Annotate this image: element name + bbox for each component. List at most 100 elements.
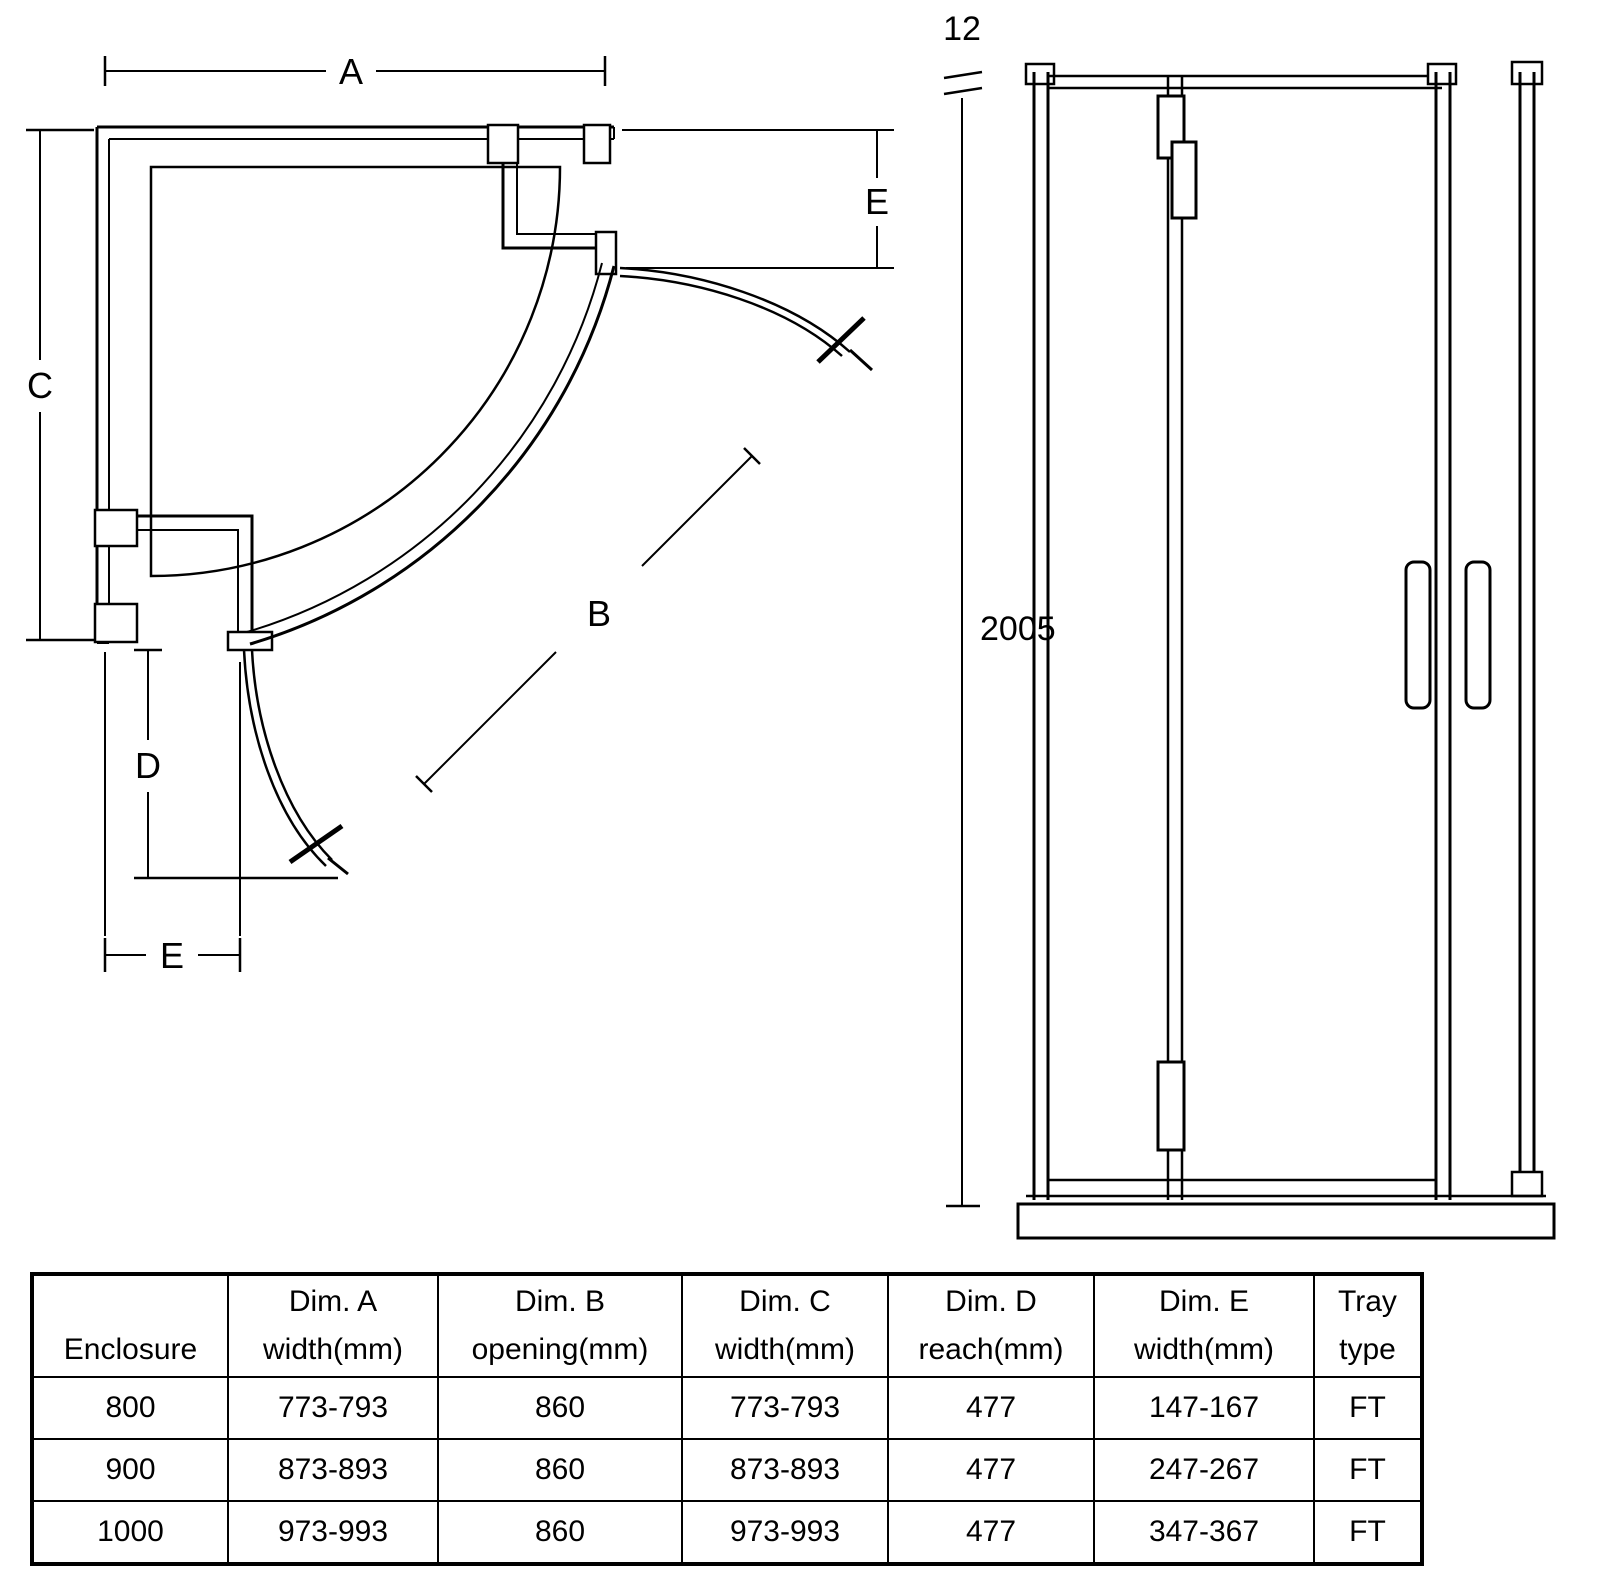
- bracket-left-upper: [93, 508, 139, 548]
- door-handles: [1404, 560, 1492, 710]
- door-handle-top-tip: [848, 348, 874, 372]
- dimension-e-top-extensions: [622, 129, 894, 269]
- dimension-c-ticks: [26, 128, 94, 642]
- table-row: 800 773-793 860 773-793 477 147-167 FT: [31, 1376, 1423, 1440]
- dimension-height-label: 2005: [980, 610, 1056, 648]
- dimension-d-label: D: [135, 745, 161, 786]
- dimension-d: D: [134, 648, 338, 880]
- fixed-panel-top-outer: [501, 160, 600, 250]
- header-line2: width(mm): [715, 1333, 855, 1366]
- table-cell: 800: [31, 1376, 229, 1440]
- tray-slab: [1016, 1202, 1556, 1240]
- handle-right-bar: [1464, 560, 1492, 710]
- elevation-frame: [1024, 62, 1458, 1200]
- table-cell: 147-167: [1093, 1376, 1315, 1440]
- plan-view-diagram: A C E D E B: [26, 51, 894, 976]
- side-panel-edges: [1518, 72, 1536, 1196]
- dimension-c-label: C: [27, 365, 53, 406]
- door-handle-top: [816, 316, 866, 364]
- col-header-tray: Tray type: [1313, 1273, 1423, 1378]
- dimension-b: B: [415, 447, 761, 793]
- dimension-thickness-label: 12: [943, 10, 981, 48]
- door-pivot-bottom: [226, 630, 274, 652]
- fixed-panel-top-inner: [516, 160, 600, 235]
- col-header-dim-e: Dim. E width(mm): [1093, 1273, 1315, 1378]
- table-cell: FT: [1313, 1500, 1423, 1565]
- dimension-b-ticks: [415, 447, 761, 793]
- dimension-thickness-ticks: [943, 70, 983, 96]
- dimension-e-bottom-label: E: [160, 935, 184, 976]
- dimension-b-label: B: [587, 593, 611, 634]
- table-cell: 973-993: [681, 1500, 889, 1565]
- door-hinge-stile: [1166, 76, 1184, 1200]
- header-line2: Enclosure: [63, 1333, 198, 1366]
- col-header-dim-c: Dim. C width(mm): [681, 1273, 889, 1378]
- table-cell: 477: [887, 1438, 1095, 1502]
- door-swing-bottom-outer: [250, 649, 333, 861]
- header-line1: Dim. A: [288, 1285, 378, 1318]
- wall-brackets: [93, 123, 612, 644]
- header-line1: Dim. C: [739, 1285, 831, 1318]
- table-cell: 873-893: [681, 1438, 889, 1502]
- col-header-dim-d: Dim. D reach(mm): [887, 1273, 1095, 1378]
- side-panel-cap-top: [1510, 60, 1544, 86]
- dimension-c: C: [26, 128, 94, 642]
- door-swing-top-outer: [619, 266, 851, 353]
- table-cell: 1000: [31, 1500, 229, 1565]
- header-line1: Dim. B: [515, 1285, 605, 1318]
- table-cell: 347-367: [1093, 1500, 1315, 1565]
- table-cell: 773-793: [227, 1376, 439, 1440]
- table-cell: 900: [31, 1438, 229, 1502]
- wall-end-caps: [97, 127, 615, 644]
- tray-base: [1016, 1194, 1556, 1240]
- bracket-top-mid: [486, 123, 520, 165]
- table-cell: 860: [437, 1500, 683, 1565]
- dimension-height: 2005: [946, 98, 1056, 1208]
- dimension-e-bottom: E: [103, 652, 242, 976]
- dimension-e-top-label: E: [865, 181, 889, 222]
- header-line1: Tray: [1338, 1285, 1397, 1318]
- table-row: 1000 973-993 860 973-993 477 347-367 FT: [31, 1500, 1423, 1565]
- table-cell: FT: [1313, 1438, 1423, 1502]
- frame-cap-left: [1024, 62, 1056, 86]
- bracket-top-right: [582, 123, 612, 165]
- glass-arc-outer: [249, 265, 616, 646]
- door-swing-top-inner: [619, 274, 843, 357]
- col-header-enclosure: Enclosure: [31, 1273, 229, 1378]
- door-handle-bottom-tip: [327, 856, 349, 876]
- door-swing-bottom-inner: [242, 649, 327, 867]
- walls: [95, 125, 615, 644]
- table-cell: 860: [437, 1438, 683, 1502]
- table-cell: 860: [437, 1376, 683, 1440]
- header-line2: width(mm): [263, 1333, 403, 1366]
- tray-outline: [149, 165, 562, 578]
- table-cell: 773-793: [681, 1376, 889, 1440]
- hinge-top-lower: [1170, 140, 1198, 220]
- col-header-dim-b: Dim. B opening(mm): [437, 1273, 683, 1378]
- dimension-e-top: E: [622, 129, 894, 269]
- elevation-view-diagram: 12 2005: [943, 10, 1556, 1240]
- glass-arc-inner: [246, 262, 603, 633]
- dimension-a: A: [103, 51, 607, 92]
- fixed-panel-left: [137, 514, 274, 652]
- table-cell: FT: [1313, 1376, 1423, 1440]
- curved-glass-doors: [246, 262, 616, 646]
- handle-left-bar: [1404, 560, 1432, 710]
- fixed-panel-left-inner: [137, 529, 239, 636]
- frame-right-stile: [1434, 72, 1452, 1200]
- door-swing-top: [619, 266, 874, 372]
- table-cell: 247-267: [1093, 1438, 1315, 1502]
- table-cell: 973-993: [227, 1500, 439, 1565]
- door-stile-and-hinges: [1156, 76, 1198, 1200]
- dimensions-table: Enclosure Dim. A width(mm) Dim. B openin…: [30, 1272, 1424, 1566]
- header-line2: reach(mm): [918, 1333, 1064, 1366]
- bracket-left-lower: [93, 602, 139, 644]
- header-line2: type: [1339, 1333, 1396, 1366]
- col-header-dim-a: Dim. A width(mm): [227, 1273, 439, 1378]
- table-cell: 873-893: [227, 1438, 439, 1502]
- dimension-a-label: A: [339, 51, 363, 92]
- table-cell: 477: [887, 1500, 1095, 1565]
- header-line1: Dim. D: [945, 1285, 1037, 1318]
- header-line2: width(mm): [1134, 1333, 1274, 1366]
- table-cell: 477: [887, 1376, 1095, 1440]
